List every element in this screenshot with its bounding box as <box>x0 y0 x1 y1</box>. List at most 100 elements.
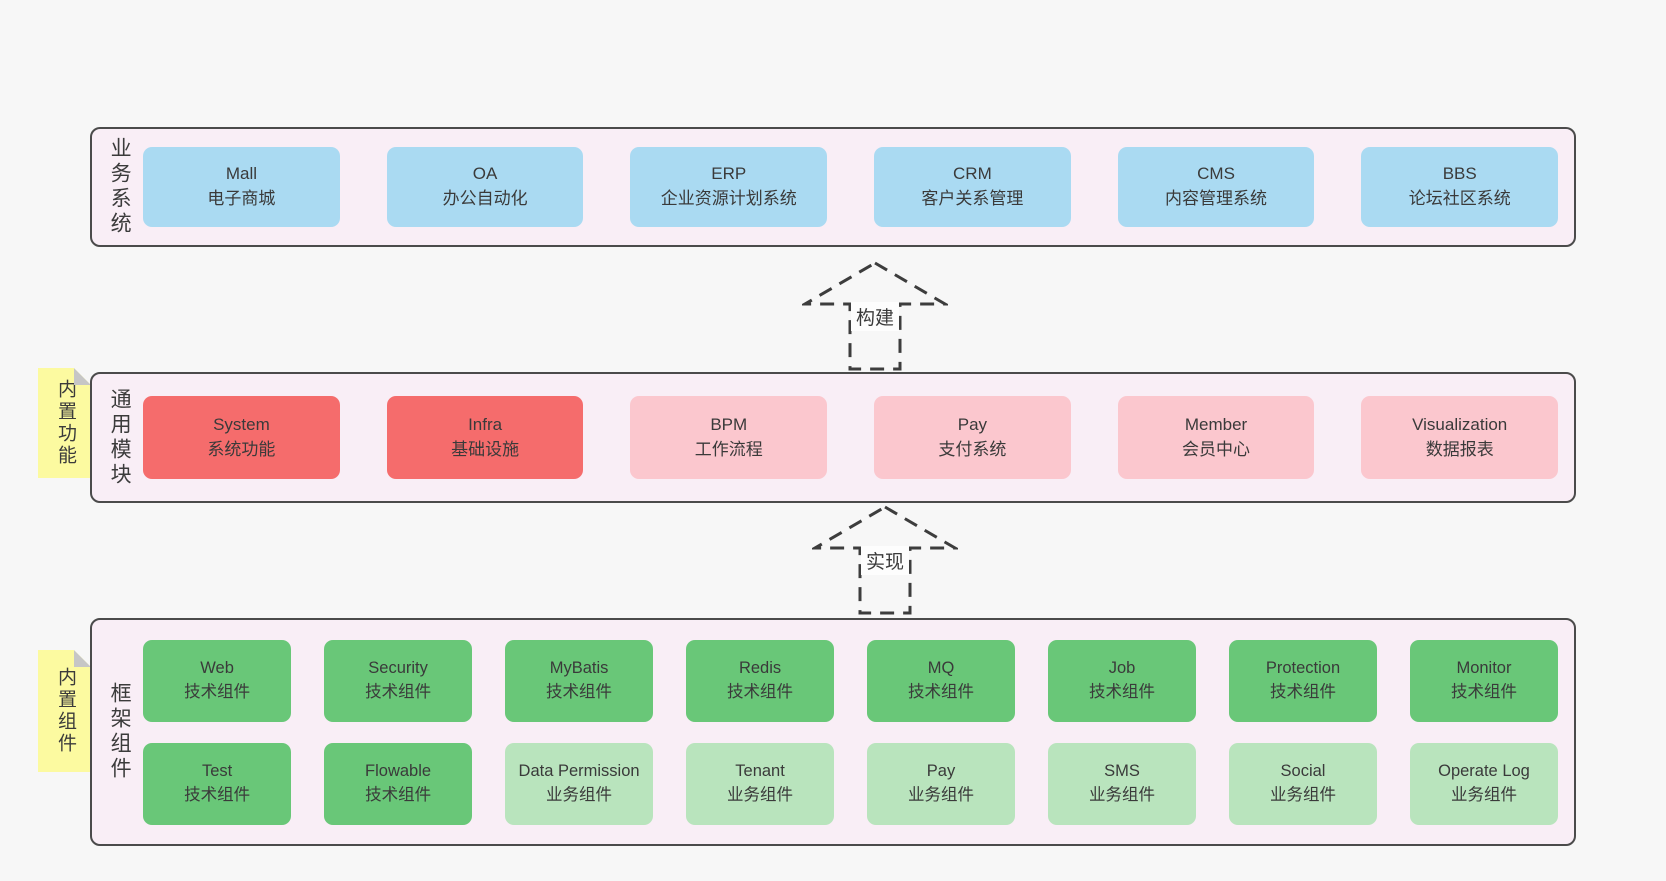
sticky-note-builtin-features: 内置功能 <box>38 368 91 478</box>
box-oa-name: OA <box>472 164 498 184</box>
box-protection: Protection 技术组件 <box>1229 639 1377 722</box>
box-cms-name: CMS <box>1197 164 1235 184</box>
box-mybatis-name: MyBatis <box>549 658 609 677</box>
box-pay-biz-desc: 业务组件 <box>908 785 975 804</box>
box-member: Member 会员中心 <box>1117 396 1315 479</box>
business-systems-layer: 业务系统 Mall 电子商城 OA 办公自动化 ERP 企业资源计划系统 CRM… <box>90 127 1576 247</box>
box-operate-log: Operate Log 业务组件 <box>1409 742 1558 825</box>
box-bbs-name: BBS <box>1442 164 1477 184</box>
box-monitor: Monitor 技术组件 <box>1409 639 1558 722</box>
box-system-desc: 系统功能 <box>207 439 276 459</box>
box-test-desc: 技术组件 <box>184 785 251 804</box>
business-boxes-row: Mall 电子商城 OA 办公自动化 ERP 企业资源计划系统 CRM 客户关系… <box>143 147 1574 227</box>
box-sms-name: SMS <box>1104 761 1140 780</box>
box-security: Security 技术组件 <box>324 639 473 722</box>
box-data-permission-name: Data Permission <box>518 761 640 780</box>
box-mq: MQ 技术组件 <box>867 639 1016 722</box>
box-flowable: Flowable 技术组件 <box>324 742 473 825</box>
box-cms: CMS 内容管理系统 <box>1117 147 1315 227</box>
implement-arrow: 实现 <box>812 504 958 616</box>
box-member-name: Member <box>1184 414 1248 434</box>
box-visualization-name: Visualization <box>1412 414 1508 434</box>
box-monitor-name: Monitor <box>1456 658 1512 677</box>
box-tenant-desc: 业务组件 <box>727 785 794 804</box>
box-member-desc: 会员中心 <box>1182 439 1251 459</box>
box-bpm-name: BPM <box>710 414 748 434</box>
box-redis: Redis 技术组件 <box>686 639 835 722</box>
common-modules-layer: 通用模块 System 系统功能 Infra 基础设施 BPM 工作流程 Pay… <box>90 372 1576 503</box>
box-sms-desc: 业务组件 <box>1089 785 1155 804</box>
framework-grid: Web 技术组件 Security 技术组件 MyBatis 技术组件 Redi… <box>143 639 1574 825</box>
box-flowable-name: Flowable <box>365 761 432 780</box>
layer-label-modules: 通用模块 <box>108 387 132 488</box>
box-social-name: Social <box>1280 761 1326 780</box>
box-web-desc: 技术组件 <box>184 682 251 701</box>
box-system: System 系统功能 <box>143 396 340 479</box>
box-mall-desc: 电子商城 <box>207 189 276 208</box>
layer-label-framework: 框架组件 <box>108 682 132 782</box>
folded-corner-icon <box>74 368 91 385</box>
box-bpm: BPM 工作流程 <box>630 396 828 479</box>
build-arrow: 构建 <box>802 260 948 372</box>
box-flowable-desc: 技术组件 <box>365 785 432 804</box>
box-sms: SMS 业务组件 <box>1048 742 1196 825</box>
box-mall: Mall 电子商城 <box>143 147 340 227</box>
box-pay-biz: Pay 业务组件 <box>867 742 1016 825</box>
sticky-note-builtin-components: 内置组件 <box>38 650 91 772</box>
box-job-name: Job <box>1108 658 1136 677</box>
box-redis-name: Redis <box>738 658 782 677</box>
layer-label-business: 业务系统 <box>108 137 132 237</box>
box-monitor-desc: 技术组件 <box>1450 682 1517 701</box>
box-visualization: Visualization 数据报表 <box>1361 396 1559 479</box>
box-crm-name: CRM <box>953 164 992 184</box>
box-pay-name: Pay <box>957 414 988 434</box>
box-data-permission: Data Permission 业务组件 <box>505 742 654 825</box>
box-infra-name: Infra <box>468 414 503 434</box>
box-erp-desc: 企业资源计划系统 <box>660 189 797 208</box>
box-bbs: BBS 论坛社区系统 <box>1361 147 1559 227</box>
box-pay-desc: 支付系统 <box>938 439 1007 459</box>
box-mybatis-desc: 技术组件 <box>546 682 613 701</box>
modules-boxes-row: System 系统功能 Infra 基础设施 BPM 工作流程 Pay 支付系统… <box>143 396 1574 479</box>
box-cms-desc: 内容管理系统 <box>1165 189 1268 208</box>
build-arrow-label: 构建 <box>850 302 900 331</box>
box-operate-log-name: Operate Log <box>1438 761 1530 780</box>
box-system-name: System <box>213 414 270 434</box>
box-pay: Pay 支付系统 <box>874 396 1071 479</box>
box-protection-name: Protection <box>1265 658 1341 677</box>
box-mall-name: Mall <box>225 164 257 184</box>
box-social: Social 业务组件 <box>1229 742 1377 825</box>
box-protection-desc: 技术组件 <box>1269 682 1336 701</box>
box-social-desc: 业务组件 <box>1269 785 1336 804</box>
box-web: Web 技术组件 <box>143 639 292 722</box>
implement-arrow-label: 实现 <box>860 546 910 575</box>
sticky-note-builtin-features-label: 内置功能 <box>54 379 76 467</box>
box-tenant-name: Tenant <box>735 761 785 780</box>
box-security-desc: 技术组件 <box>365 682 432 701</box>
box-oa: OA 办公自动化 <box>386 147 584 227</box>
sticky-note-builtin-components-label: 内置组件 <box>54 667 76 755</box>
box-bpm-desc: 工作流程 <box>694 439 763 459</box>
box-visualization-desc: 数据报表 <box>1425 439 1494 459</box>
box-infra: Infra 基础设施 <box>386 396 584 479</box>
box-crm: CRM 客户关系管理 <box>874 147 1071 227</box>
box-crm-desc: 客户关系管理 <box>921 189 1024 208</box>
box-operate-log-desc: 业务组件 <box>1450 785 1517 804</box>
box-bbs-desc: 论坛社区系统 <box>1408 189 1511 208</box>
box-data-permission-desc: 业务组件 <box>546 785 613 804</box>
box-redis-desc: 技术组件 <box>727 682 794 701</box>
box-web-name: Web <box>200 658 234 677</box>
box-mybatis: MyBatis 技术组件 <box>505 639 654 722</box>
box-mq-name: MQ <box>927 658 955 677</box>
box-test: Test 技术组件 <box>143 742 292 825</box>
box-tenant: Tenant 业务组件 <box>686 742 835 825</box>
box-oa-desc: 办公自动化 <box>442 189 528 208</box>
box-mq-desc: 技术组件 <box>908 682 975 701</box>
box-test-name: Test <box>201 761 233 780</box>
box-security-name: Security <box>368 658 428 677</box>
box-infra-desc: 基础设施 <box>451 439 520 459</box>
framework-row-1: Web 技术组件 Security 技术组件 MyBatis 技术组件 Redi… <box>143 639 1558 722</box>
box-job-desc: 技术组件 <box>1089 682 1155 701</box>
framework-components-layer: 框架组件 Web 技术组件 Security 技术组件 MyBatis 技术组件… <box>90 618 1576 846</box>
box-pay-biz-name: Pay <box>926 761 956 780</box>
